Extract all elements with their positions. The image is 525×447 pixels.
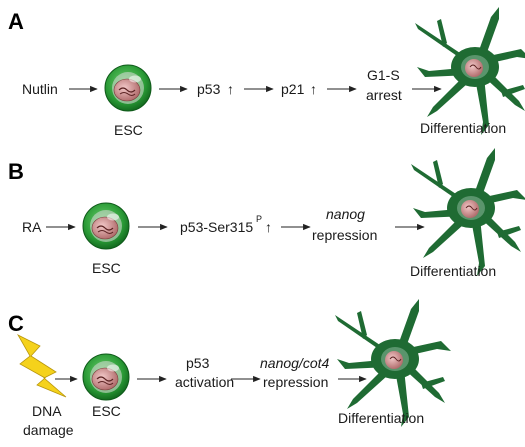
- p53-ser315-up-mark: ↑: [265, 219, 272, 235]
- esc-label-a: ESC: [114, 122, 143, 138]
- damage-label: damage: [23, 422, 74, 438]
- differentiation-label-b: Differentiation: [410, 263, 496, 279]
- stem-cell-icon: [82, 202, 130, 250]
- panel-a: A Nutlin ESC p53 ↑ p21 ↑ G1-S arrest Dif…: [8, 6, 525, 138]
- differentiation-label-a: Differentiation: [420, 120, 506, 136]
- nanog-label-b: nanog: [326, 206, 365, 222]
- differentiated-neuron-icon: [414, 6, 525, 136]
- differentiated-neuron-icon: [334, 298, 452, 428]
- nutlin-label: Nutlin: [22, 81, 58, 97]
- p21-up-mark: ↑: [310, 81, 317, 97]
- panel-b: B RA ESC p53-Ser315 P ↑ nanog repression…: [8, 147, 525, 279]
- dna-label: DNA: [32, 403, 62, 419]
- panel-c-letter: C: [8, 311, 24, 336]
- p53-label-a: p53: [197, 81, 221, 97]
- p53-up-mark-a: ↑: [227, 81, 234, 97]
- ra-label: RA: [22, 219, 42, 235]
- differentiated-neuron-icon: [410, 147, 525, 277]
- g1s-label: G1-S: [367, 67, 400, 83]
- stem-cell-icon: [82, 353, 130, 401]
- esc-label-c: ESC: [92, 403, 121, 419]
- p53-label-c: p53: [186, 355, 210, 371]
- stem-cell-icon: [104, 64, 152, 112]
- activation-label: activation: [175, 374, 234, 390]
- p21-label: p21: [281, 81, 305, 97]
- p53-ser315-label: p53-Ser315: [180, 219, 253, 235]
- repression-label-c: repression: [263, 374, 328, 390]
- panel-c: C DNA damage ESC p53 activation nanog/co…: [8, 298, 452, 438]
- panel-a-letter: A: [8, 9, 24, 34]
- esc-label-b: ESC: [92, 260, 121, 276]
- nanog-cot4-label: nanog/cot4: [260, 355, 329, 371]
- lightning-bolt-icon: [16, 334, 67, 398]
- phospho-superscript: P: [256, 214, 262, 224]
- arrest-label: arrest: [366, 87, 402, 103]
- repression-label-b: repression: [312, 227, 377, 243]
- differentiation-label-c: Differentiation: [338, 410, 424, 426]
- panel-b-letter: B: [8, 159, 24, 184]
